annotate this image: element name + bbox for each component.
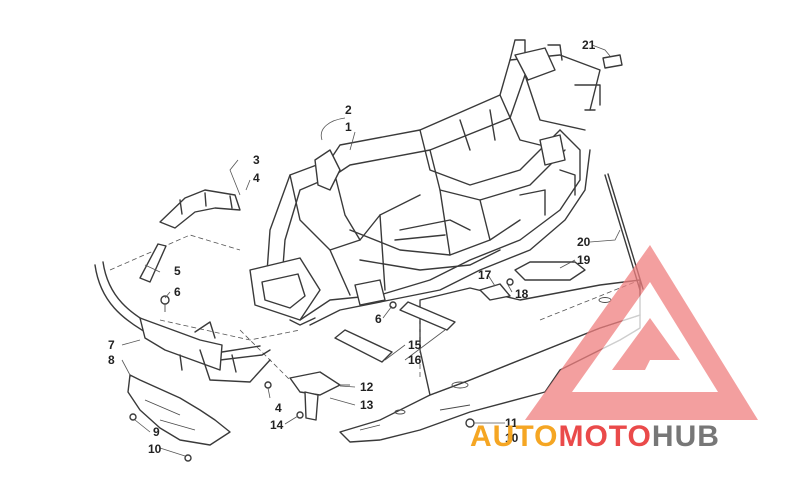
callout-6: 6 — [174, 285, 181, 299]
callout-13: 13 — [360, 398, 374, 412]
phantom-outline — [109, 234, 641, 381]
callout-12: 12 — [360, 380, 374, 394]
watermark-text: AUTOMOTOHUB — [470, 420, 720, 453]
skid-plate — [339, 279, 641, 443]
foam-strip — [334, 301, 456, 363]
callout-18: 18 — [515, 287, 529, 301]
callout-4-bottom: 4 — [275, 401, 282, 415]
side-bracket — [139, 243, 167, 283]
rear-bracket — [479, 261, 586, 301]
leader-lines — [121, 44, 621, 457]
bolt — [160, 295, 170, 312]
mounting-bracket — [264, 371, 350, 421]
callout-17: 17 — [478, 268, 492, 282]
callout-9: 9 — [153, 425, 160, 439]
callout-20: 20 — [577, 235, 591, 249]
watermark-auto: AUTO — [470, 420, 558, 453]
watermark-logo — [525, 245, 758, 420]
decal — [602, 54, 623, 69]
callout-4: 4 — [253, 171, 260, 185]
front-bumper — [94, 261, 271, 383]
callout-7: 7 — [108, 338, 115, 352]
callout-19: 19 — [577, 253, 591, 267]
callout-5: 5 — [174, 264, 181, 278]
callout-8: 8 — [108, 353, 115, 367]
callout-10: 10 — [148, 442, 162, 456]
callout-21: 21 — [582, 38, 596, 52]
callout-1: 1 — [345, 120, 352, 134]
callout-14: 14 — [270, 418, 284, 432]
watermark-moto: MOTO — [558, 420, 651, 453]
screw — [129, 413, 475, 462]
callout-3: 3 — [253, 153, 260, 167]
callout-16: 16 — [408, 353, 422, 367]
watermark-hub: HUB — [652, 420, 720, 453]
callout-6-bottom: 6 — [375, 312, 382, 326]
callout-10-rear: 10 — [505, 431, 519, 445]
callout-11: 11 — [505, 416, 518, 430]
main-frame — [249, 39, 601, 326]
front-rack-bracket — [159, 189, 241, 229]
callout-numbers: 2 1 3 4 5 6 7 8 9 10 4 14 12 13 6 15 16 … — [108, 38, 596, 456]
front-skid-guard — [127, 374, 231, 446]
callout-2: 2 — [345, 103, 352, 117]
callout-15: 15 — [408, 338, 422, 352]
